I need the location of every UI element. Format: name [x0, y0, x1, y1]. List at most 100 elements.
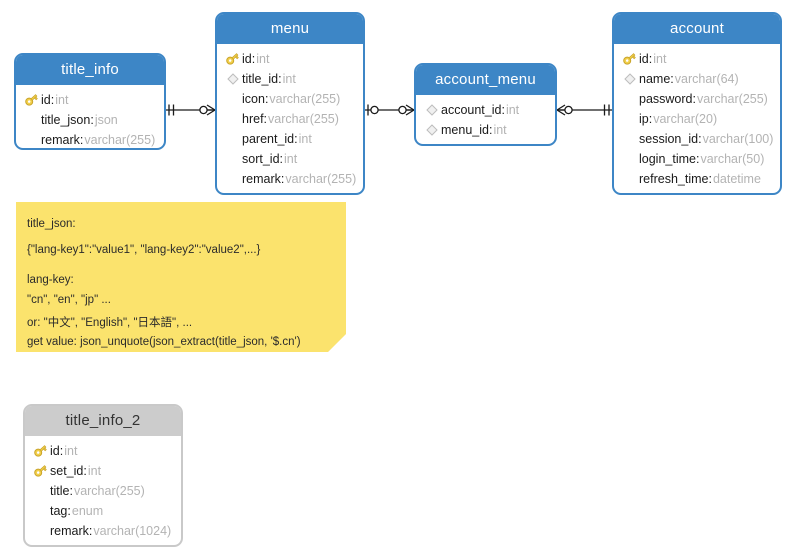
column-row[interactable]: sort_id:int — [217, 149, 363, 169]
column-separator: : — [648, 52, 653, 66]
column-row[interactable]: icon:varchar(255) — [217, 89, 363, 109]
no-key-marker — [621, 131, 638, 147]
column-row[interactable]: login_time:varchar(50) — [614, 149, 780, 169]
no-key-marker — [224, 151, 241, 167]
column-separator: : — [69, 484, 73, 498]
no-key-marker — [23, 112, 40, 128]
column-row[interactable]: refresh_time:datetime — [614, 169, 780, 189]
column-separator: : — [67, 504, 71, 518]
column-name: id — [41, 93, 51, 107]
column-row[interactable]: password:varchar(255) — [614, 89, 780, 109]
column-row[interactable]: title_json:json — [16, 110, 164, 130]
column-type: int — [298, 132, 312, 146]
column-row[interactable]: href:varchar(255) — [217, 109, 363, 129]
column-separator: : — [279, 152, 284, 166]
table-header-title_info: title_info — [16, 55, 164, 85]
column-name: id — [639, 52, 649, 66]
relationship-title_info-to-menu — [166, 104, 216, 116]
column-name: title_json — [41, 113, 91, 127]
column-name: icon — [242, 92, 265, 106]
column-row[interactable]: ip:varchar(20) — [614, 109, 780, 129]
column-name: account_id — [441, 103, 502, 117]
note-line: or: "中文", "English", "日本語", ... — [27, 317, 193, 329]
note-line: title_json: — [27, 218, 76, 230]
column-name: remark — [50, 524, 89, 538]
key-icon — [23, 92, 40, 108]
column-row[interactable]: title:varchar(255) — [25, 481, 181, 501]
column-separator: : — [263, 112, 268, 126]
column-separator: : — [79, 133, 84, 147]
key-icon — [621, 51, 638, 67]
column-row[interactable]: account_id:int — [416, 100, 555, 120]
column-name: remark — [41, 133, 80, 147]
column-type: varchar(20) — [653, 112, 718, 126]
no-key-marker — [621, 151, 638, 167]
diamond-icon — [423, 122, 440, 138]
column-separator: : — [278, 72, 282, 86]
column-row[interactable]: id:int — [217, 49, 363, 69]
note-line: {"lang-key1":"value1", "lang-key2":"valu… — [27, 244, 261, 256]
column-type: varchar(50) — [700, 152, 765, 166]
no-key-marker — [32, 503, 49, 519]
column-row[interactable]: id:int — [614, 49, 780, 69]
key-icon — [32, 443, 49, 459]
column-type: int — [64, 444, 78, 458]
column-name: title_id — [242, 72, 279, 86]
note-line: lang-key: — [27, 274, 74, 286]
key-icon — [224, 51, 241, 67]
column-separator: : — [59, 444, 64, 458]
column-row[interactable]: title_id:int — [217, 69, 363, 89]
column-type: varchar(255) — [696, 92, 768, 106]
column-type: varchar(64) — [674, 72, 739, 86]
column-row[interactable]: remark:varchar(255) — [16, 130, 164, 148]
column-name: login_time — [639, 152, 696, 166]
column-row[interactable]: set_id:int — [25, 461, 181, 481]
column-row[interactable]: remark:varchar(1024) — [25, 521, 181, 541]
column-separator: : — [708, 172, 712, 186]
column-separator: : — [50, 93, 55, 107]
column-type: int — [493, 123, 507, 137]
column-row[interactable]: session_id:varchar(100) — [614, 129, 780, 149]
column-type: int — [55, 93, 69, 107]
column-name: tag — [50, 504, 68, 518]
column-name: remark — [242, 172, 281, 186]
column-type: varchar(255) — [268, 112, 339, 126]
column-type: enum — [71, 504, 104, 518]
column-row[interactable]: tag:enum — [25, 501, 181, 521]
relationship-menu-to-account_menu — [365, 104, 415, 116]
column-row[interactable]: remark:varchar(255) — [217, 169, 363, 189]
key-icon — [32, 463, 49, 479]
column-separator: : — [692, 92, 696, 106]
column-type: varchar(255) — [269, 92, 341, 106]
table-header-account_menu: account_menu — [416, 65, 555, 95]
column-type: varchar(255) — [73, 484, 145, 498]
note-line: "cn", "en", "jp" ... — [27, 294, 111, 306]
column-name: ip — [639, 112, 649, 126]
column-row[interactable]: parent_id:int — [217, 129, 363, 149]
column-separator: : — [488, 123, 493, 137]
column-row[interactable]: id:int — [16, 90, 164, 110]
diamond-icon — [621, 71, 638, 87]
relationship-account_menu-to-account — [556, 104, 612, 116]
column-row[interactable]: menu_id:int — [416, 120, 555, 140]
no-key-marker — [621, 171, 638, 187]
column-name: title — [50, 484, 70, 498]
column-separator: : — [294, 132, 298, 146]
diamond-icon — [224, 71, 241, 87]
column-row[interactable]: name:varchar(64) — [614, 69, 780, 89]
sticky-note[interactable]: get value: json_unquote(json_extract(tit… — [16, 202, 346, 352]
column-row[interactable]: id:int — [25, 441, 181, 461]
column-type: int — [653, 52, 667, 66]
column-type: varchar(255) — [285, 172, 357, 186]
column-type: json — [94, 113, 118, 127]
